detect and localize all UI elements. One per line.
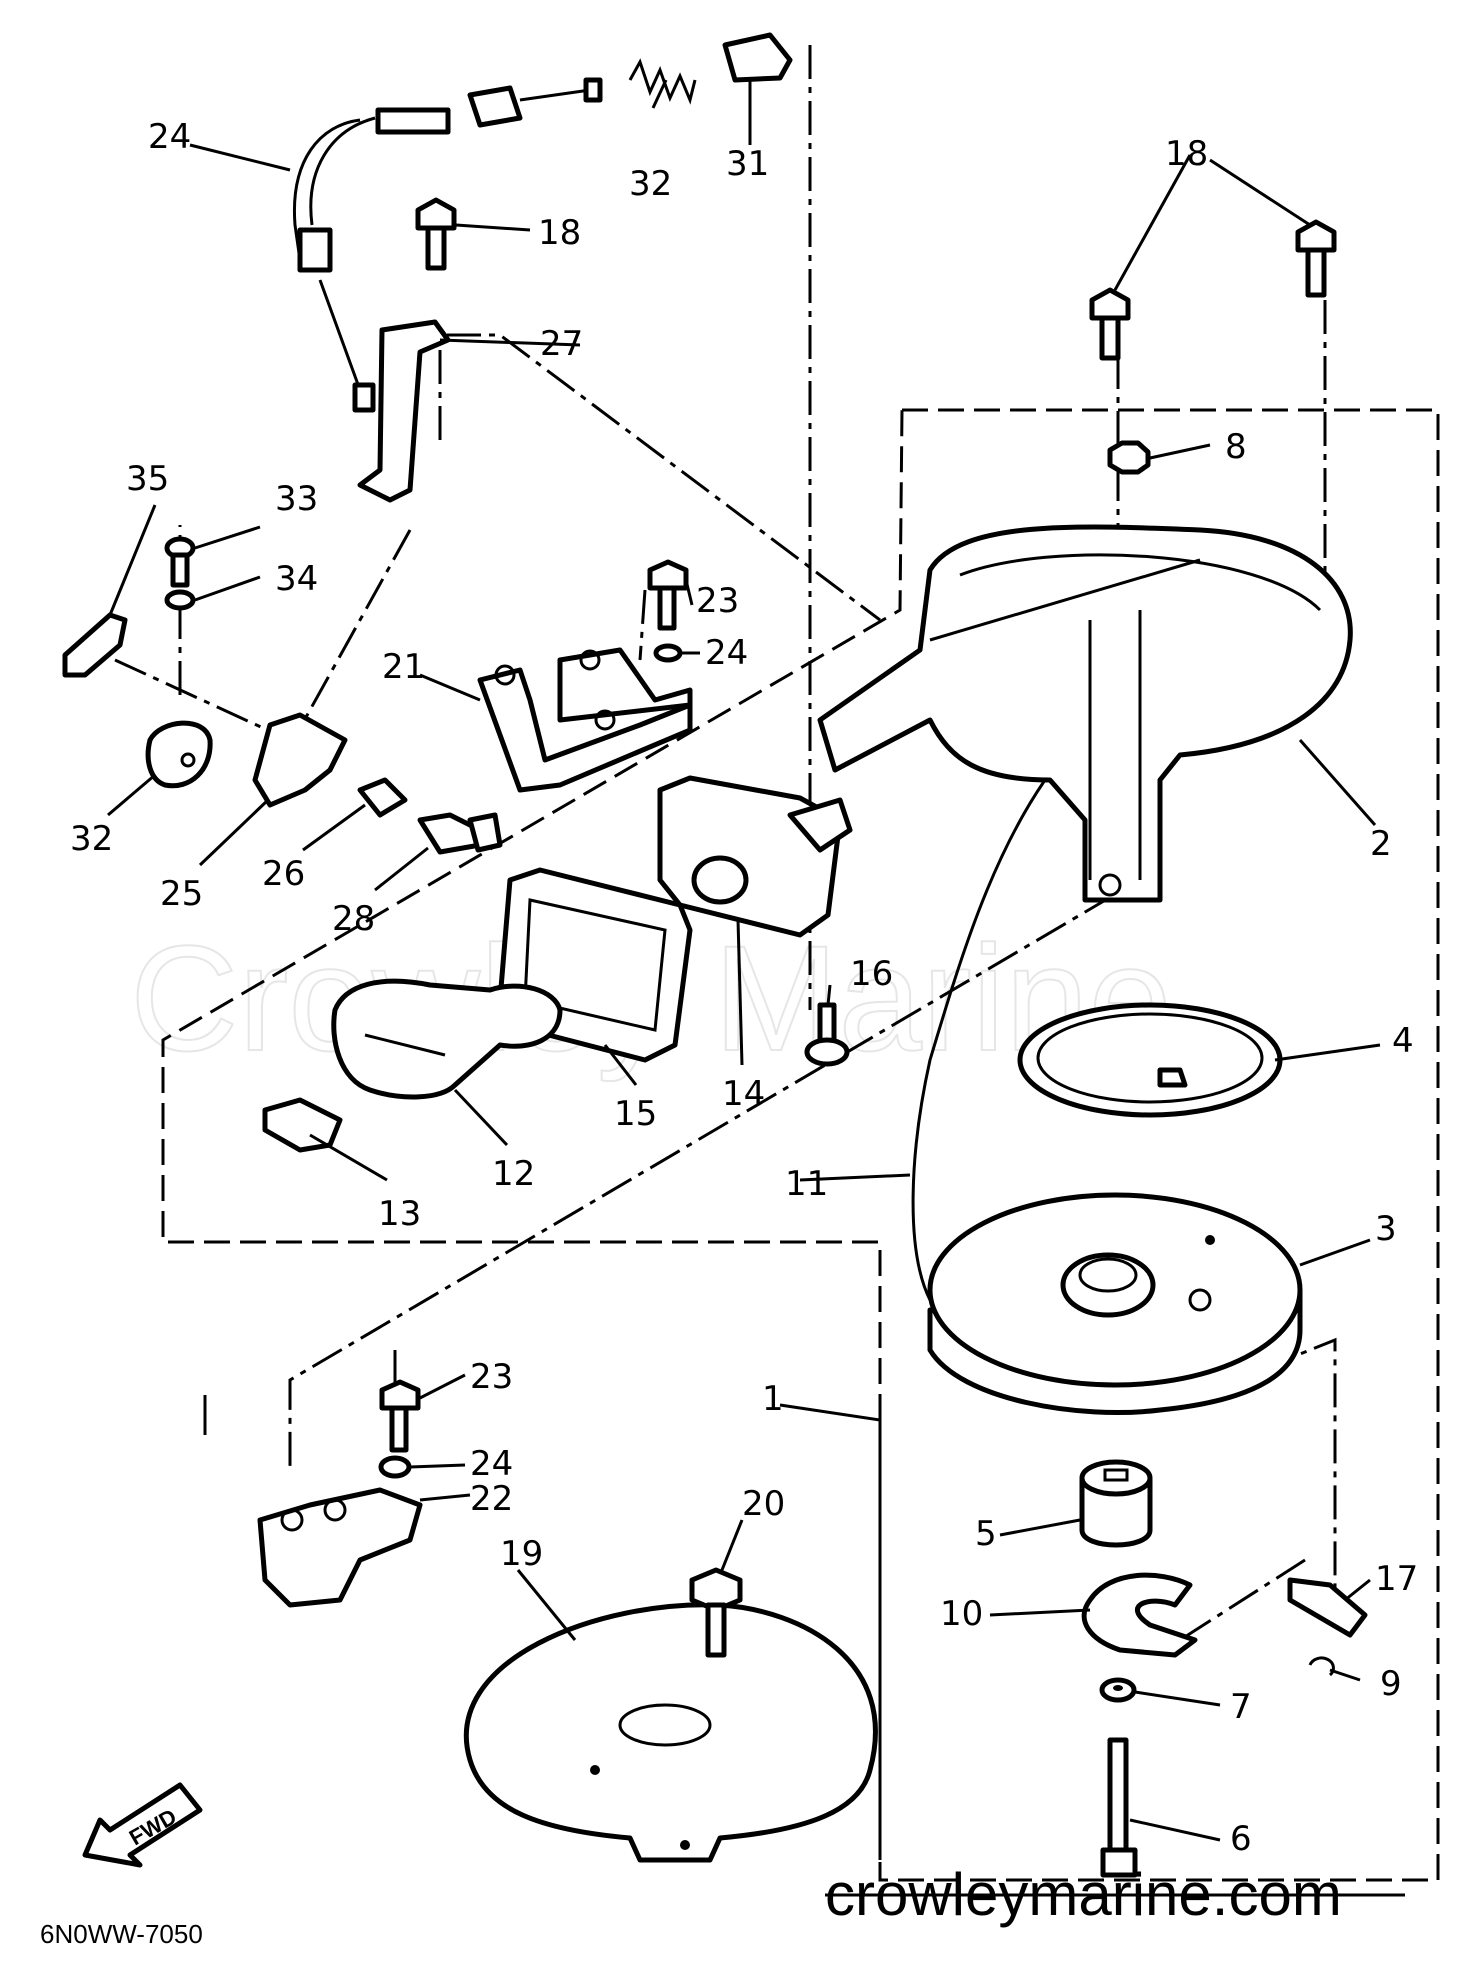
nut-8 [1107, 440, 1151, 475]
callout-labels: 24 18 27 32 31 18 8 2 4 3 11 1 5 10 17 9… [70, 117, 1418, 1859]
callout-23-lower: 23 [470, 1357, 513, 1397]
bracket-29 [357, 319, 451, 503]
callout-11: 11 [785, 1164, 828, 1204]
pin-bolt-27 [417, 812, 503, 855]
callout-33: 33 [275, 479, 318, 519]
callout-32: 32 [70, 819, 113, 859]
bolt-20 [689, 1567, 743, 1658]
callout-15: 15 [614, 1094, 657, 1134]
bolt-18-a [1089, 287, 1131, 361]
screw-33 [164, 536, 196, 588]
callout-1: 1 [762, 1379, 784, 1419]
callout-12: 12 [492, 1154, 535, 1194]
callout-34: 34 [275, 559, 318, 599]
callout-3: 3 [1375, 1209, 1397, 1249]
sheave-drum [927, 1192, 1303, 1415]
callout-30: 31 [726, 144, 769, 184]
callout-17: 17 [1375, 1559, 1418, 1599]
link-35 [62, 612, 128, 678]
sleeve [1079, 1459, 1153, 1548]
bolt-23-upper [647, 559, 689, 631]
handle-insert [262, 1097, 343, 1153]
drive-plate [1081, 1572, 1198, 1658]
base-plate [463, 1602, 878, 1863]
bolt-18-b [1295, 219, 1337, 298]
leader-lines [107, 79, 1381, 1860]
bracket-21 [477, 647, 693, 793]
assembly-boundary [161, 408, 1440, 1882]
callout-27: 28 [332, 899, 375, 939]
choke-cable [292, 77, 603, 413]
callout-21: 21 [382, 647, 425, 687]
callout-26: 26 [262, 854, 305, 894]
bolt-18-c [415, 197, 457, 271]
callout-18-bolt-c: 18 [538, 213, 581, 253]
callout-31: 32 [629, 164, 672, 204]
washer-7 [1099, 1677, 1137, 1703]
spring-31 [628, 58, 697, 105]
callout-13: 13 [378, 1194, 421, 1234]
callout-16: 16 [850, 954, 893, 994]
link-25 [252, 712, 348, 808]
callout-20: 20 [742, 1484, 785, 1524]
callout-7: 7 [1230, 1687, 1252, 1727]
lever-32 [145, 720, 213, 789]
callout-5: 5 [975, 1514, 997, 1554]
callout-18-top: 18 [1165, 134, 1208, 174]
callout-2: 2 [1370, 824, 1392, 864]
callout-6: 6 [1230, 1819, 1252, 1859]
callout-23-upper: 23 [696, 581, 739, 621]
washer-24-upper [653, 643, 683, 663]
bolt-6 [1100, 1737, 1138, 1878]
washer-24-lower [378, 1455, 412, 1479]
collar-26 [357, 777, 408, 818]
callout-35: 35 [126, 459, 169, 499]
callout-14: 14 [722, 1074, 765, 1114]
starter-handle [331, 978, 563, 1100]
starter-rope [911, 779, 1047, 1301]
callout-22: 22 [470, 1479, 513, 1519]
callout-4: 4 [1392, 1021, 1414, 1061]
callout-29: 27 [540, 324, 583, 364]
cam-22 [257, 1487, 423, 1608]
callout-25: 25 [160, 874, 203, 914]
drive-pawl [1287, 1577, 1368, 1638]
starter-housing [817, 524, 1353, 903]
clip [1308, 1656, 1335, 1677]
callout-28: 24 [148, 117, 191, 157]
callout-9: 9 [1380, 1664, 1402, 1704]
rope-guide [657, 775, 853, 938]
washer-34 [164, 589, 196, 611]
spiral-spring [1017, 1002, 1283, 1118]
fwd-arrow-icon: FWD [82, 1782, 203, 1868]
diagram-code: 6N0WW-7050 [40, 1919, 203, 1949]
callout-24-upper: 24 [705, 633, 748, 673]
screw-16 [804, 1002, 850, 1067]
callout-8: 8 [1225, 427, 1247, 467]
bolt-23-lower [379, 1379, 421, 1453]
callout-19: 19 [500, 1534, 543, 1574]
plunger-30 [722, 32, 793, 83]
callout-24-lower: 24 [470, 1444, 513, 1484]
callout-10: 10 [940, 1594, 983, 1634]
